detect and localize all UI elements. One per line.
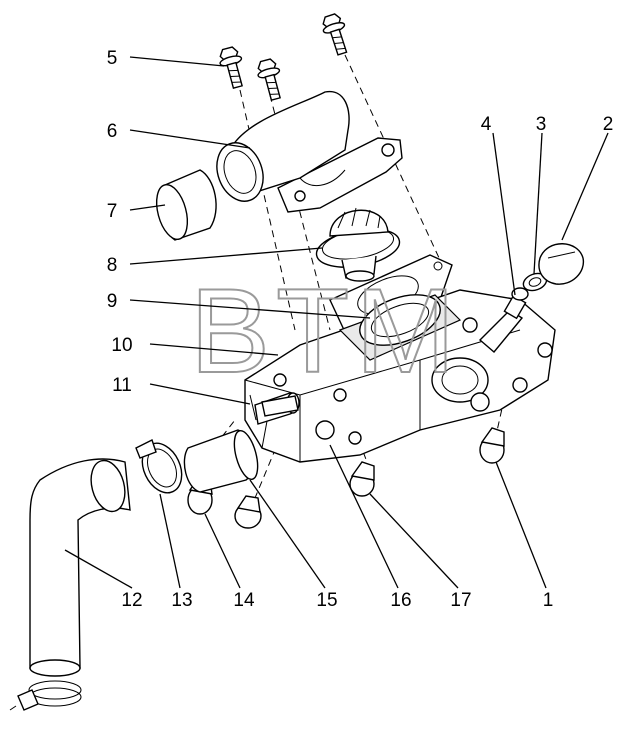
callout-5: 5 xyxy=(107,48,118,69)
callout-1: 1 xyxy=(543,590,554,611)
callout-12: 12 xyxy=(121,590,142,611)
bolt-part-15 xyxy=(234,495,262,529)
bolt-part-1 xyxy=(479,427,505,464)
callout-2: 2 xyxy=(603,114,614,135)
bolt-part-17 xyxy=(349,461,375,497)
callout-7: 7 xyxy=(107,201,118,222)
bolt-part-5 xyxy=(219,13,348,101)
nipple-part-11 xyxy=(261,395,299,417)
sleeve-part-7 xyxy=(155,169,217,241)
callout-labels: 5 6 7 8 9 10 11 12 13 14 15 16 17 1 4 3 … xyxy=(107,48,614,611)
callout-10: 10 xyxy=(111,335,132,356)
callout-15: 15 xyxy=(316,590,337,611)
housing-body-part-1 xyxy=(244,289,556,463)
thermostat-part-8 xyxy=(315,207,401,282)
bolt-c xyxy=(322,13,348,56)
callout-4: 4 xyxy=(481,114,492,135)
callout-9: 9 xyxy=(107,291,118,312)
sensor-part-4 xyxy=(478,287,529,353)
watermark-logo: BTM xyxy=(190,264,461,398)
clamp-part-13 xyxy=(135,439,183,494)
callout-16: 16 xyxy=(390,590,411,611)
cap-nut-part-2 xyxy=(538,243,585,285)
leader-lines xyxy=(64,56,609,589)
bolt-b xyxy=(257,58,281,101)
hose-part-12 xyxy=(9,458,131,711)
callout-14: 14 xyxy=(233,590,255,611)
callout-13: 13 xyxy=(171,590,192,611)
callout-6: 6 xyxy=(107,121,118,142)
callout-8: 8 xyxy=(107,255,118,276)
housing-cover-part-6 xyxy=(216,90,403,213)
callout-11: 11 xyxy=(112,375,132,396)
callout-17: 17 xyxy=(450,590,471,611)
bolt-a xyxy=(219,46,243,89)
callout-3: 3 xyxy=(536,114,547,135)
pipe-part-15 xyxy=(183,429,259,493)
